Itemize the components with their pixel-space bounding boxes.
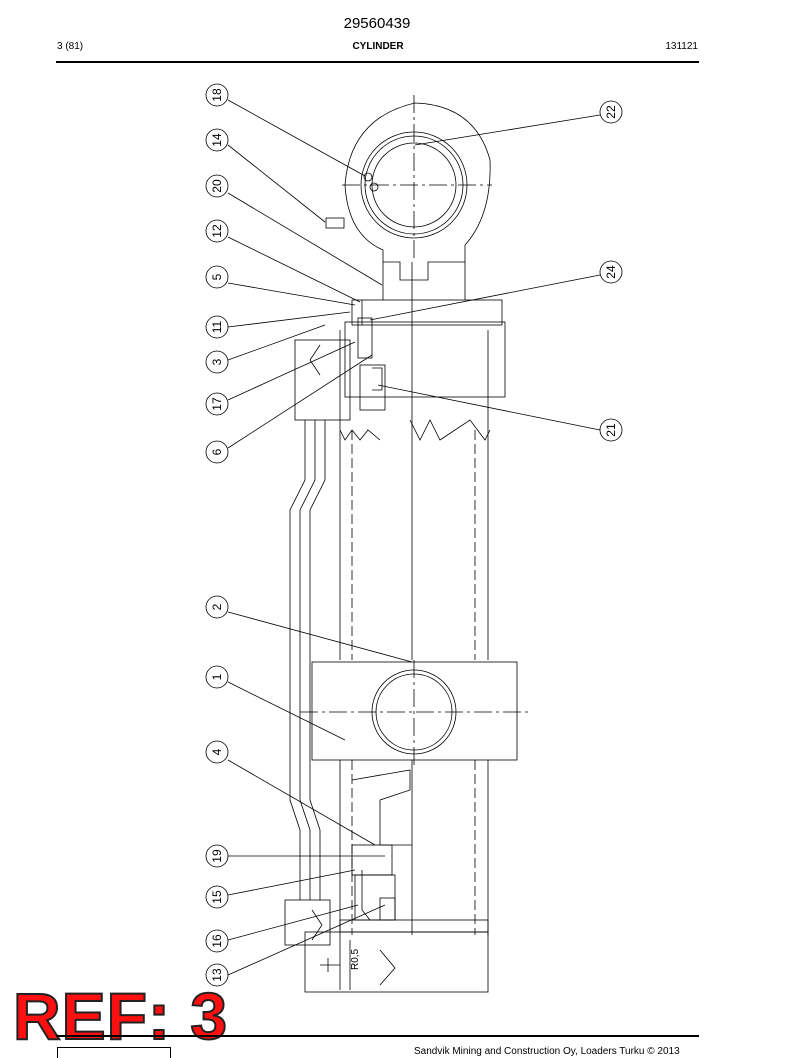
callout-12: 12: [205, 219, 229, 243]
callout-5: 5: [205, 265, 229, 289]
callout-label: 19: [210, 849, 224, 863]
footer-rule: [56, 1035, 699, 1037]
callout-label: 14: [210, 133, 224, 147]
callout-15: 15: [205, 885, 229, 909]
page-reference: 3 (81): [57, 41, 84, 52]
callout-label: 6: [210, 448, 224, 455]
callout-label: 21: [604, 423, 618, 437]
callout-16: 16: [205, 929, 229, 953]
callout-17: 17: [205, 392, 229, 416]
callout-label: 1: [210, 673, 224, 680]
callout-label: 17: [210, 397, 224, 411]
document-code: 131121: [665, 41, 698, 52]
callout-2: 2: [205, 595, 229, 619]
callout-label: 4: [210, 748, 224, 755]
callout-label: 2: [210, 603, 224, 610]
callout-label: 22: [604, 105, 618, 119]
document-number: 29560439: [343, 15, 411, 32]
drawing-annotation: R0,5: [350, 948, 361, 970]
piston-bottom: [304, 769, 489, 993]
callout-label: 15: [210, 890, 224, 904]
document-title: CYLINDER: [352, 41, 404, 52]
header-rule: [56, 61, 699, 63]
leader-lines: [227, 99, 601, 976]
callout-6: 6: [205, 440, 229, 464]
callout-3: 3: [205, 350, 229, 374]
ref-stamp: REF: 3: [12, 979, 229, 1053]
callout-label: 12: [210, 224, 224, 238]
callout-label: 13: [210, 968, 224, 982]
callout-label: 20: [210, 179, 224, 193]
callout-14: 14: [205, 128, 229, 152]
cylinder-head: [294, 299, 506, 441]
callout-label: 18: [210, 88, 224, 102]
callout-4: 4: [205, 740, 229, 764]
callout-label: 3: [210, 358, 224, 365]
callout-18: 18: [205, 83, 229, 107]
callout-24: 24: [599, 260, 623, 284]
callout-label: 11: [210, 320, 224, 333]
callout-label: 24: [604, 265, 618, 279]
callout-11: 11: [205, 315, 229, 339]
callout-20: 20: [205, 174, 229, 198]
callout-label: 5: [210, 273, 224, 280]
callout-1: 1: [205, 665, 229, 689]
callout-13: 13: [205, 963, 229, 987]
callout-22: 22: [599, 100, 623, 124]
callout-19: 19: [205, 844, 229, 868]
callout-21: 21: [599, 418, 623, 442]
hydraulic-pipe: [284, 420, 331, 946]
callout-label: 16: [210, 934, 224, 948]
trunnion: [300, 660, 528, 765]
tube-outline: [339, 262, 489, 990]
rod-eye: [325, 95, 492, 300]
footer-copyright: Sandvik Mining and Construction Oy, Load…: [414, 1046, 680, 1057]
